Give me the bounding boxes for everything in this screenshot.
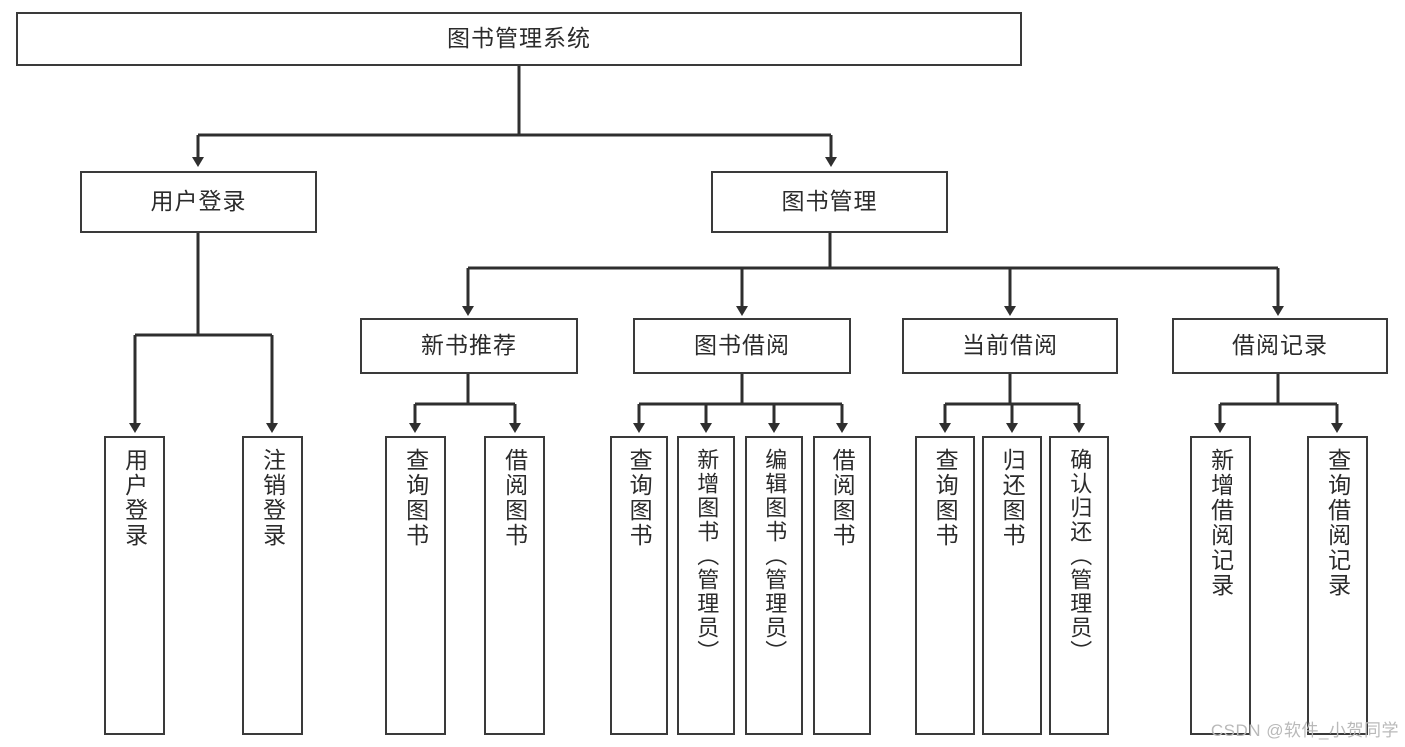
node-book-management[interactable]: 图书管理: [711, 171, 948, 233]
node-root-label: 图书管理系统: [447, 25, 591, 52]
leaf-user-login-label: 用户登录: [121, 448, 148, 548]
leaf-return-book-label: 归还图书: [999, 448, 1026, 548]
leaf-user-login[interactable]: 用户登录: [104, 436, 165, 735]
leaf-query-borrow-record[interactable]: 查询借阅记录: [1307, 436, 1368, 735]
leaf-confirm-return-admin-label: 确认归还（管理员）: [1067, 448, 1093, 664]
leaf-query-book-current-label: 查询图书: [932, 448, 959, 548]
node-book-borrow-label: 图书借阅: [694, 332, 790, 359]
node-current-borrow[interactable]: 当前借阅: [902, 318, 1118, 374]
leaf-logout-label: 注销登录: [259, 448, 286, 548]
node-book-borrow[interactable]: 图书借阅: [633, 318, 851, 374]
leaf-add-book-admin[interactable]: 新增图书（管理员）: [677, 436, 735, 735]
leaf-query-book-borrow-label: 查询图书: [626, 448, 653, 548]
leaf-query-borrow-record-label: 查询借阅记录: [1324, 448, 1351, 598]
leaf-query-book-recommend-label: 查询图书: [402, 448, 429, 548]
node-root[interactable]: 图书管理系统: [16, 12, 1022, 66]
node-borrow-record[interactable]: 借阅记录: [1172, 318, 1388, 374]
node-borrow-record-label: 借阅记录: [1232, 332, 1328, 359]
leaf-add-borrow-record[interactable]: 新增借阅记录: [1190, 436, 1251, 735]
leaf-add-book-admin-label: 新增图书（管理员）: [694, 448, 720, 664]
node-new-book-recommend[interactable]: 新书推荐: [360, 318, 578, 374]
leaf-borrow-book-label: 借阅图书: [829, 448, 856, 548]
leaf-query-book-recommend[interactable]: 查询图书: [385, 436, 446, 735]
node-user-login[interactable]: 用户登录: [80, 171, 317, 233]
leaf-query-book-borrow[interactable]: 查询图书: [610, 436, 668, 735]
leaf-borrow-book-recommend-label: 借阅图书: [501, 448, 528, 548]
node-book-management-label: 图书管理: [781, 188, 878, 215]
node-new-book-recommend-label: 新书推荐: [421, 332, 517, 359]
node-user-login-label: 用户登录: [150, 188, 247, 215]
csdn-watermark: CSDN @软件_小贺同学: [1210, 721, 1399, 740]
leaf-confirm-return-admin[interactable]: 确认归还（管理员）: [1049, 436, 1109, 735]
leaf-edit-book-admin[interactable]: 编辑图书（管理员）: [745, 436, 803, 735]
leaf-logout[interactable]: 注销登录: [242, 436, 303, 735]
leaf-query-book-current[interactable]: 查询图书: [915, 436, 975, 735]
leaf-return-book[interactable]: 归还图书: [982, 436, 1042, 735]
leaf-edit-book-admin-label: 编辑图书（管理员）: [762, 448, 788, 664]
node-current-borrow-label: 当前借阅: [962, 332, 1058, 359]
leaf-borrow-book-recommend[interactable]: 借阅图书: [484, 436, 545, 735]
leaf-borrow-book[interactable]: 借阅图书: [813, 436, 871, 735]
leaf-add-borrow-record-label: 新增借阅记录: [1207, 448, 1234, 598]
